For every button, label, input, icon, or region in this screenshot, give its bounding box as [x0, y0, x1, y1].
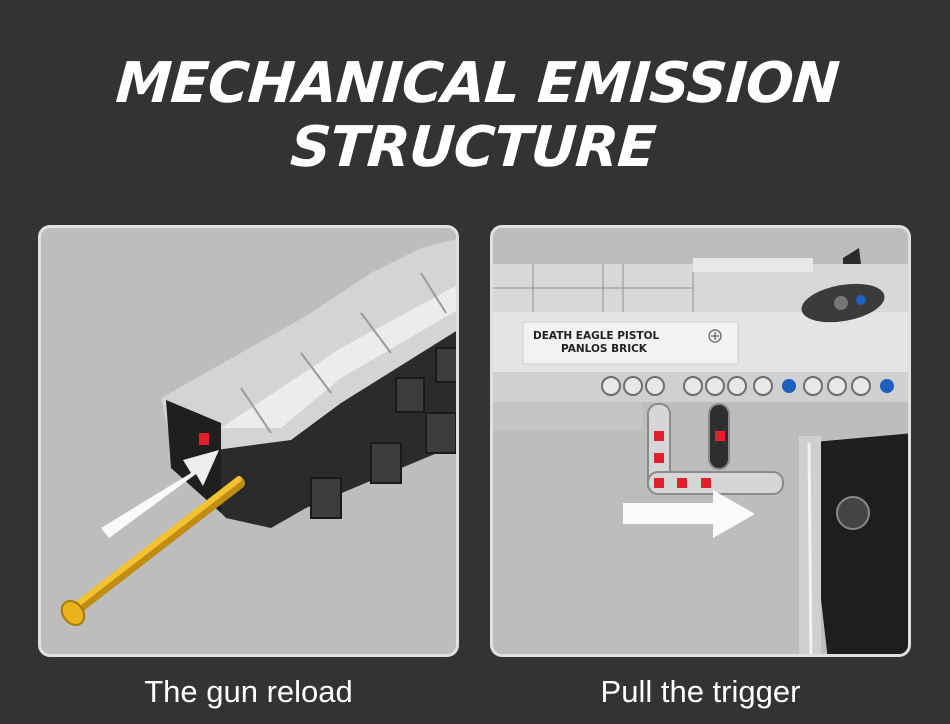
reload-panel — [38, 225, 459, 657]
frame-bottom — [493, 402, 643, 430]
trigger-panel: DEATH EAGLE PISTOL PANLOS BRICK — [490, 225, 911, 657]
muzzle-red-pin — [199, 433, 209, 445]
grip-emblem — [836, 496, 870, 530]
blue-pins — [782, 379, 894, 393]
muzzle-face — [166, 400, 221, 513]
reload-arrow-icon — [101, 450, 219, 538]
cross-icon — [708, 329, 722, 343]
reload-illustration — [60, 239, 456, 626]
trigger-illustration: DEATH EAGLE PISTOL PANLOS BRICK — [493, 248, 908, 654]
grip-dark — [803, 433, 908, 654]
headline-line-2: STRUCTURE — [288, 115, 658, 180]
gun-slide-silver — [161, 239, 456, 450]
headline: MECHANICAL EMISSION STRUCTURE — [0, 51, 950, 180]
trigger-arrow-icon — [623, 490, 755, 538]
trigger-links — [647, 403, 784, 495]
bullet-rod — [60, 476, 245, 626]
grip-highlight — [807, 442, 813, 654]
label-plate — [522, 321, 739, 365]
caption-trigger: Pull the trigger — [600, 674, 801, 709]
red-pins — [654, 431, 725, 488]
caption-reload: The gun reload — [144, 674, 353, 709]
headline-line-1: MECHANICAL EMISSION — [113, 51, 841, 116]
pin-holes — [601, 376, 871, 396]
slide-seams — [493, 264, 694, 312]
slide-seams — [240, 272, 447, 434]
rear-sight — [843, 248, 861, 264]
safety-lever — [801, 283, 885, 323]
gun-slide-highlight — [221, 285, 456, 428]
slide-rail — [693, 258, 813, 272]
printed-label-line-2: PANLOS BRICK — [561, 343, 648, 355]
dark-bricks — [310, 347, 456, 519]
printed-label-line-1: DEATH EAGLE PISTOL — [533, 330, 659, 342]
